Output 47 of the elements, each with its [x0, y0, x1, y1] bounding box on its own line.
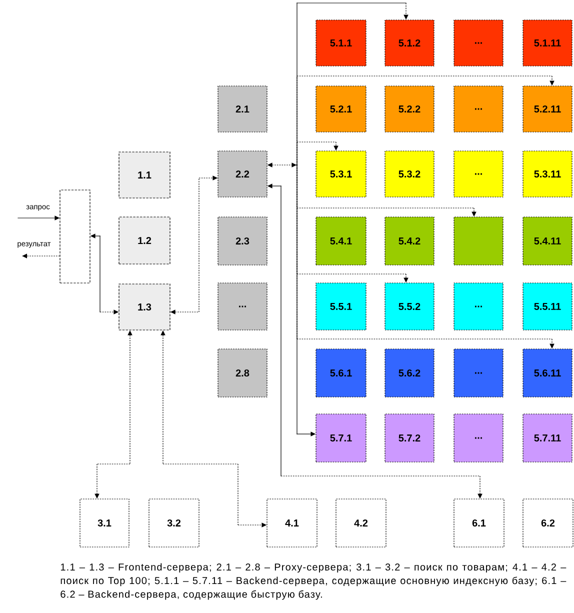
server-box: 5.3.2 [384, 150, 434, 198]
server-box: ... [454, 348, 504, 398]
server-box: ... [454, 282, 504, 330]
server-box: 5.7.11 [522, 414, 572, 462]
server-box: 2.1 [218, 86, 268, 132]
connector-arrow [296, 142, 338, 166]
server-box: 4.2 [336, 498, 386, 548]
server-box: 5.6.2 [384, 348, 434, 398]
server-box: ... [454, 86, 504, 132]
server-box: 4.1 [266, 498, 318, 548]
server-box: 5.7.1 [316, 414, 366, 462]
server-box [454, 216, 504, 266]
server-box: 5.2.1 [316, 86, 366, 132]
server-box: 6.2 [522, 498, 574, 548]
server-box: 2.3 [218, 216, 268, 266]
server-box: ... [454, 20, 504, 66]
server-box: 1.3 [118, 284, 170, 330]
server-box: 3.2 [148, 498, 200, 548]
server-box: 5.3.1 [316, 150, 366, 198]
server-box: ... [454, 414, 504, 462]
server-box: 5.6.11 [522, 348, 572, 398]
server-box: 6.1 [454, 498, 504, 548]
server-box: 2.2 [218, 150, 268, 198]
server-box: 5.2.2 [384, 86, 434, 132]
server-box: 5.3.11 [522, 150, 572, 198]
server-box: 5.5.1 [316, 282, 366, 330]
caption: 1.1 – 1.3 – Frontend-сервера; 2.1 – 2.8 – Proxy-сервера; 3.1 – 3.2 – поиск по товарам; 4.1 – 4.2 – поиск по Top 100; 5.1.1 – 5.7.11 – Backend-сервера, содержащие основную индексную базу; 6.1 – 6.2 – Backend-сервера, содержащие быструю базу. [60, 563, 566, 600]
server-box: 5.1.1 [316, 20, 366, 66]
server-box: 5.6.1 [316, 348, 366, 398]
server-box: 1.1 [118, 152, 170, 198]
server-box: 5.4.2 [384, 216, 434, 266]
server-box: 5.2.11 [522, 86, 572, 132]
device-box [60, 190, 90, 284]
server-box: 5.5.2 [384, 282, 434, 330]
server-box: 5.5.11 [522, 282, 572, 330]
server-box: 5.1.11 [522, 20, 572, 66]
server-box: 5.4.11 [522, 216, 572, 266]
server-box: 1.2 [118, 216, 170, 264]
server-box: ... [218, 282, 268, 330]
server-box: 5.1.2 [384, 20, 434, 66]
server-box: 2.8 [218, 348, 268, 398]
server-box: 3.1 [80, 498, 130, 548]
server-box: 5.7.2 [384, 414, 434, 462]
connector-arrow [22, 254, 60, 258]
connector-arrow [296, 2, 408, 166]
server-box: 5.4.1 [316, 216, 366, 266]
server-box: ... [454, 150, 504, 198]
